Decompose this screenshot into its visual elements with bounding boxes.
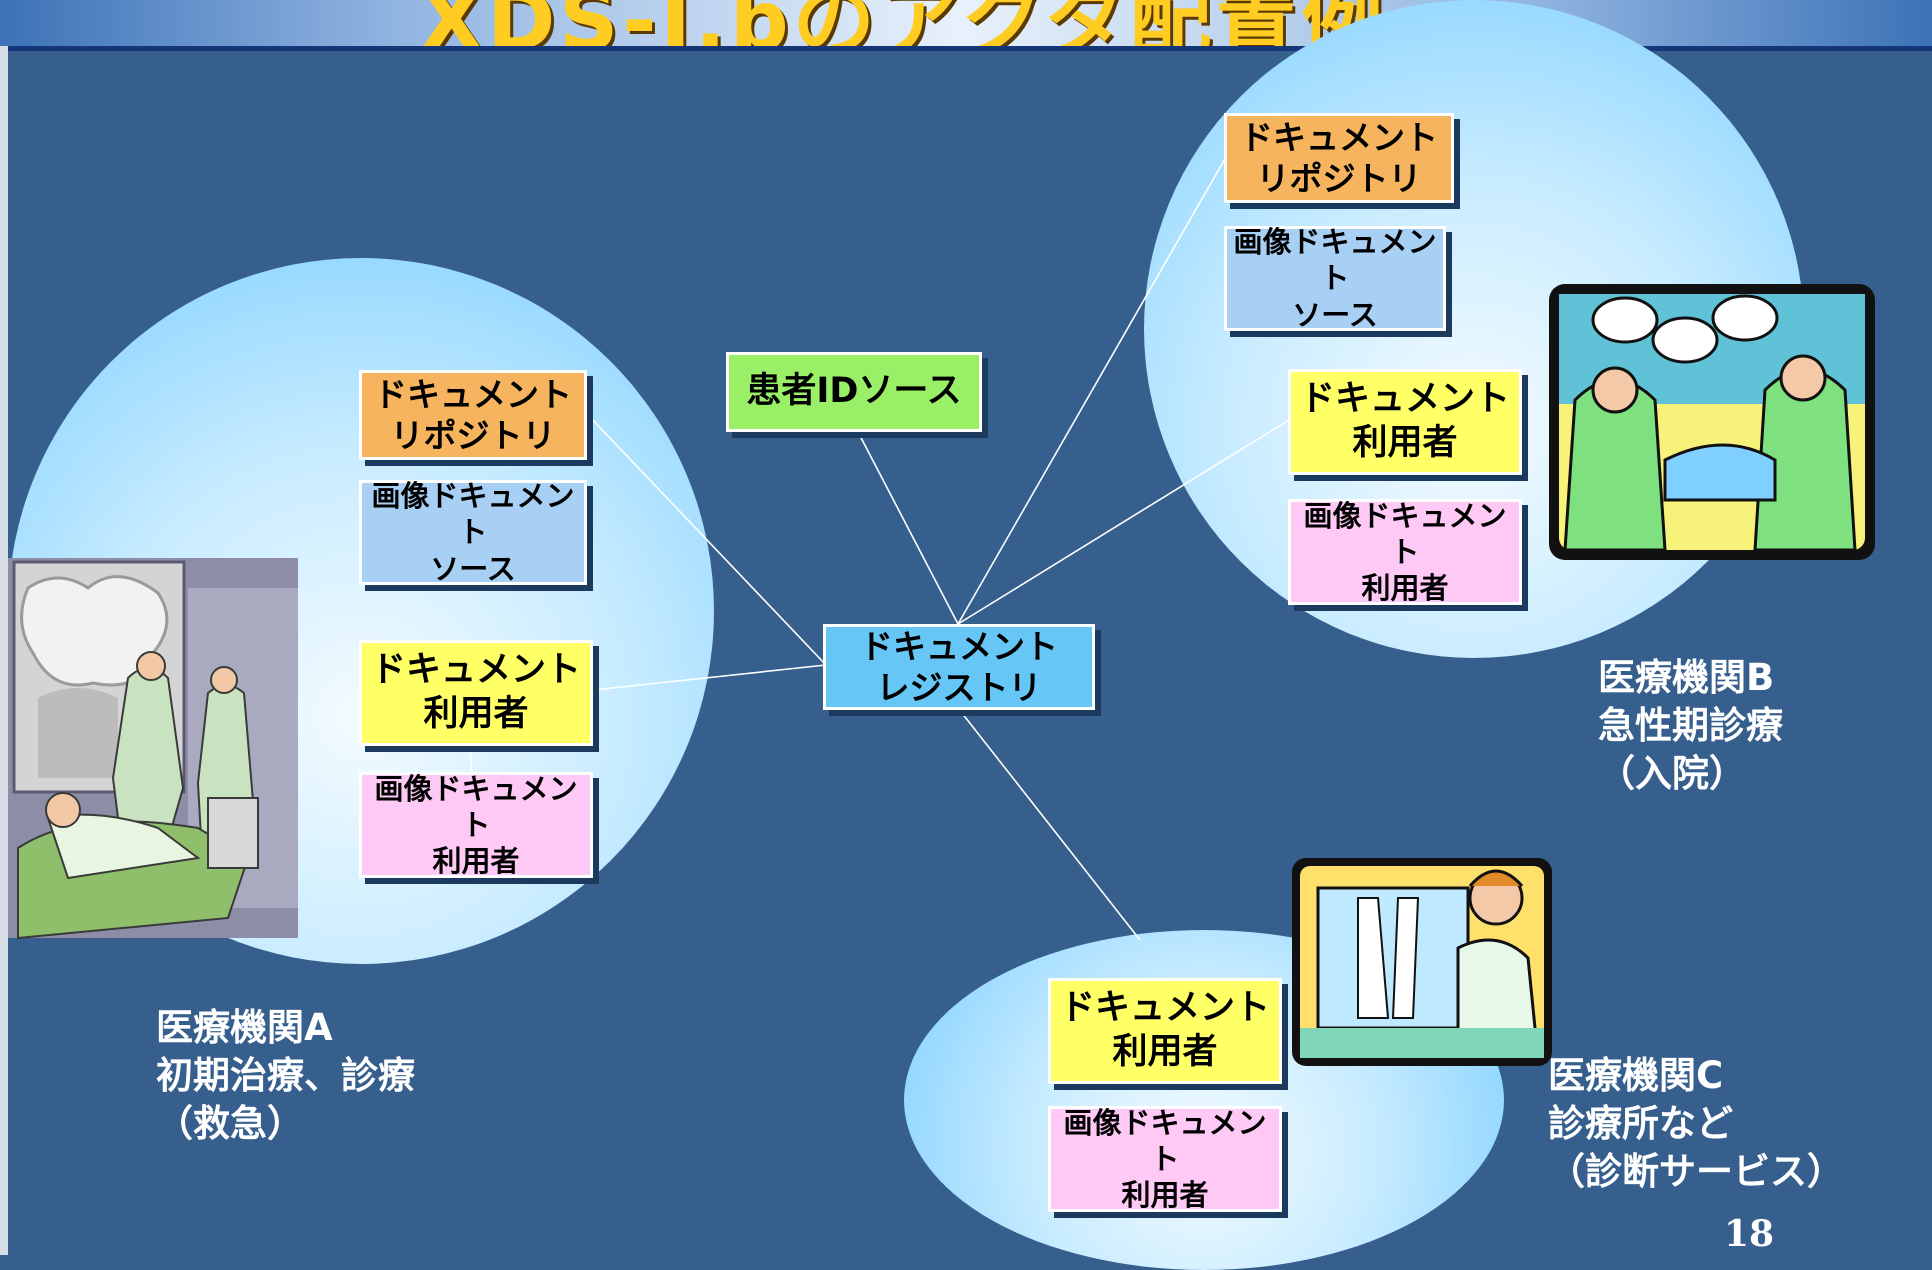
doctors-patient-xray-clipart: [8, 558, 298, 940]
title-underline: [0, 46, 1932, 51]
line-b-repo-registry: [957, 156, 1227, 625]
institution-b-document-consumer: ドキュメント 利用者: [1288, 369, 1522, 475]
institution-a-image-document-source: 画像ドキュメント ソース: [359, 479, 587, 586]
institution-b-image-document-consumer: 画像ドキュメント 利用者: [1288, 499, 1522, 605]
line-a-consumer-imageconsumer: [469, 744, 473, 776]
line-a-consumer-registry: [592, 664, 827, 691]
institution-c-document-consumer: ドキュメント 利用者: [1048, 978, 1282, 1084]
doctor-viewing-xray-clipart: [1292, 858, 1552, 1066]
institution-a-image-document-consumer: 画像ドキュメント 利用者: [359, 772, 593, 878]
institution-b-label: 医療機関B 急性期診療 （入院）: [1598, 656, 1783, 796]
page-number: 18: [1724, 1213, 1775, 1255]
line-registry-c-consumer: [957, 707, 1141, 941]
institution-a-document-repository: ドキュメント リポジトリ: [359, 370, 587, 460]
document-registry: ドキュメント レジストリ: [823, 624, 1095, 710]
surgeons-operating-room-clipart: [1549, 284, 1875, 560]
institution-a-document-consumer: ドキュメント 利用者: [359, 640, 593, 746]
institution-c-image-document-consumer: 画像ドキュメント 利用者: [1048, 1106, 1282, 1212]
title-banner: XDS-I.bのアクタ配置例: [0, 0, 1932, 46]
institution-c-label: 医療機関C 診療所など （診断サービス）: [1548, 1054, 1844, 1194]
line-patientid-registry: [856, 429, 959, 625]
left-edge-strip: [0, 46, 8, 1255]
institution-a-label: 医療機関A 初期治療、診療 （救急）: [156, 1006, 415, 1146]
patient-id-source: 患者IDソース: [726, 352, 982, 432]
institution-b-document-repository: ドキュメント リポジトリ: [1224, 113, 1454, 203]
institution-b-image-document-source: 画像ドキュメント ソース: [1224, 225, 1446, 332]
line-b-consumer-registry: [957, 419, 1290, 625]
line-a-repo-registry: [587, 414, 827, 666]
slide-title: XDS-I.bのアクタ配置例: [420, 0, 1387, 46]
